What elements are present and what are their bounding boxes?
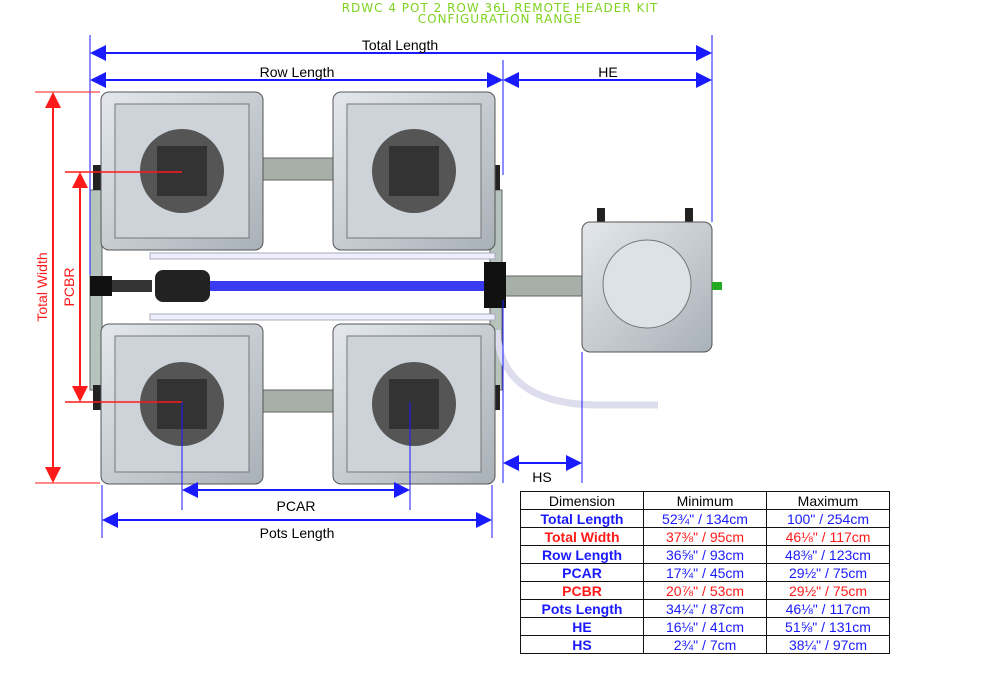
dimension-cell: Total Length bbox=[520, 509, 644, 528]
dimension-cell: Total Width bbox=[520, 527, 644, 546]
header-tank bbox=[581, 208, 722, 353]
label-hs: HS bbox=[532, 469, 551, 485]
minimum-cell: 34¼" / 87cm bbox=[643, 599, 767, 618]
maximum-cell: 38¼" / 97cm bbox=[766, 635, 890, 654]
label-pcbr: PCBR bbox=[61, 268, 77, 307]
maximum-cell: 100" / 254cm bbox=[766, 509, 890, 528]
dimension-cell: Pots Length bbox=[520, 599, 644, 618]
maximum-cell: 29½" / 75cm bbox=[766, 581, 890, 600]
label-row-length: Row Length bbox=[260, 64, 335, 80]
minimum-cell: 52¾" / 134cm bbox=[643, 509, 767, 528]
dimension-cell: PCAR bbox=[520, 563, 644, 582]
minimum-cell: 16⅛" / 41cm bbox=[643, 617, 767, 636]
minimum-cell: 2¾" / 7cm bbox=[643, 635, 767, 654]
header-minimum: Minimum bbox=[643, 491, 767, 510]
pot-1 bbox=[100, 91, 264, 251]
maximum-cell: 46⅛" / 117cm bbox=[766, 527, 890, 546]
label-total-width: Total Width bbox=[34, 252, 50, 321]
title-line-1: RDWC 4 POT 2 ROW 36L REMOTE HEADER KIT bbox=[341, 1, 659, 15]
label-he: HE bbox=[598, 64, 617, 80]
minimum-cell: 20⅞" / 53cm bbox=[643, 581, 767, 600]
maximum-cell: 46⅛" / 117cm bbox=[766, 599, 890, 618]
dimension-lines bbox=[35, 35, 713, 538]
maximum-cell: 48⅜" / 123cm bbox=[766, 545, 890, 564]
maximum-cell: 29½" / 75cm bbox=[766, 563, 890, 582]
dimension-cell: Row Length bbox=[520, 545, 644, 564]
label-pcar: PCAR bbox=[277, 498, 316, 514]
pot-4 bbox=[332, 323, 496, 485]
dimension-cell: HS bbox=[520, 635, 644, 654]
dimension-cell: PCBR bbox=[520, 581, 644, 600]
minimum-cell: 17¾" / 45cm bbox=[643, 563, 767, 582]
minimum-cell: 37⅜" / 95cm bbox=[643, 527, 767, 546]
dimension-cell: HE bbox=[520, 617, 644, 636]
label-pots-length: Pots Length bbox=[260, 525, 335, 541]
maximum-cell: 51⅝" / 131cm bbox=[766, 617, 890, 636]
header-dimension: Dimension bbox=[520, 491, 644, 510]
minimum-cell: 36⅝" / 93cm bbox=[643, 545, 767, 564]
header-maximum: Maximum bbox=[766, 491, 890, 510]
pot-2 bbox=[332, 91, 496, 251]
label-total-length: Total Length bbox=[362, 37, 438, 53]
title-line-2: CONFIGURATION RANGE bbox=[417, 12, 583, 26]
